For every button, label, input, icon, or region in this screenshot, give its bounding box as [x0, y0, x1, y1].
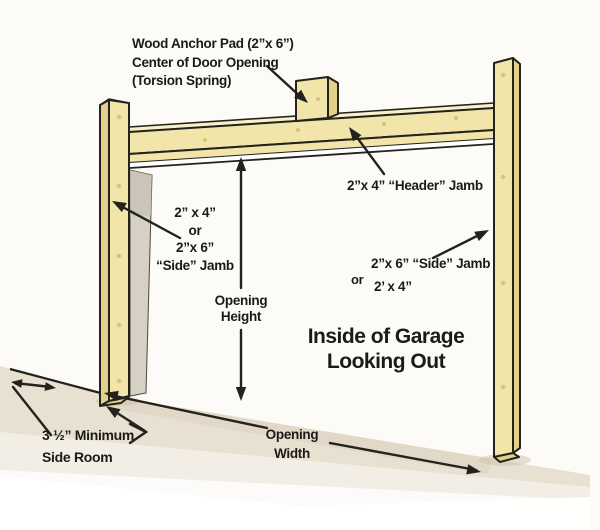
- arrow-line: [328, 441, 478, 472]
- header-jamb-arrow: [349, 127, 386, 176]
- arrow-tail-chevron: [128, 422, 149, 445]
- opening-width-label: Opening Width: [252, 425, 332, 463]
- label-line: 2”x 6” “Side” Jamb: [371, 256, 491, 271]
- nail-dot: [116, 378, 122, 384]
- arrow-line: [108, 393, 269, 430]
- anchor-pad-label: Wood Anchor Pad (2”x 6”) Center of Door …: [132, 35, 294, 91]
- arrowhead: [474, 230, 489, 241]
- arrowhead: [106, 406, 121, 418]
- label-line: or: [188, 222, 202, 238]
- floor-edge-line: [9, 367, 109, 397]
- anchor-pad-side-face: [327, 76, 339, 119]
- label-line: Width: [274, 446, 310, 461]
- arrow-line: [115, 202, 182, 240]
- nail-dot: [454, 116, 458, 120]
- arrowhead: [294, 89, 308, 103]
- header-white-sliver: [129, 139, 494, 167]
- nail-dot: [116, 322, 122, 328]
- anchor-pad-arrow: [265, 64, 308, 103]
- header-nail-dots: [203, 116, 458, 142]
- label-line: Opening: [214, 293, 268, 308]
- opening-reveal: [129, 169, 153, 397]
- nail-dot: [116, 253, 122, 259]
- left-jamb-side-face: [99, 99, 110, 407]
- annotation-arrows: [11, 64, 489, 475]
- nail-dot: [500, 72, 506, 78]
- label-line: Center of Door Opening: [132, 54, 279, 70]
- header-jamb-label: 2”x 4” “Header” Jamb: [347, 177, 483, 195]
- arrow-line: [431, 231, 485, 260]
- arrowhead: [112, 201, 127, 213]
- right-side-jamb-arrow: [431, 230, 489, 260]
- label-line: 2”x 4” “Header” Jamb: [347, 178, 483, 193]
- label-line: Wood Anchor Pad (2”x 6”): [132, 36, 294, 51]
- arrowhead: [44, 382, 56, 391]
- nail-dot: [116, 183, 122, 189]
- floor: [0, 366, 590, 530]
- arrowhead: [235, 157, 247, 171]
- nail-dot: [500, 280, 506, 286]
- opening-width-arrow: [104, 390, 481, 475]
- label-line: or: [351, 272, 364, 287]
- right-jamb-front-face: [493, 57, 514, 458]
- nail-dot: [116, 114, 122, 120]
- nail-dot: [203, 138, 207, 142]
- opening-height-arrow: [235, 157, 247, 401]
- right-side-jamb-board: [493, 57, 521, 463]
- left-side-jamb-label: 2” x 4” or 2”x 6” “Side” Jamb: [141, 204, 249, 274]
- nail-dot: [500, 384, 506, 390]
- opening-top-edge: [129, 143, 494, 169]
- label-line: 2” x 4”: [174, 205, 216, 220]
- left-side-jamb-arrow: [112, 201, 182, 240]
- side-room-label: 3 ½” Minimum Side Room: [42, 424, 134, 468]
- label-line: Side Room: [42, 449, 113, 465]
- arrow-line: [351, 130, 386, 176]
- floor-fade-2: [0, 470, 590, 530]
- label-line: (Torsion Spring): [132, 73, 232, 88]
- arrowhead: [466, 464, 481, 475]
- label-line: 2”x 6”: [176, 240, 214, 255]
- arrow-line: [265, 64, 305, 101]
- right-jamb-bottom-face: [493, 452, 520, 463]
- nail-dot: [382, 122, 386, 126]
- right-jamb-side-face: [512, 57, 521, 454]
- nail-dot: [500, 174, 506, 180]
- label-line: Height: [220, 309, 262, 324]
- anchor-pad-front-face: [295, 76, 329, 122]
- side-room-arrows: [11, 379, 149, 445]
- arrowhead: [11, 379, 23, 388]
- label-line: 3 ½” Minimum: [42, 427, 135, 443]
- label-line: Opening: [265, 427, 319, 442]
- nail-dot: [296, 128, 300, 132]
- label-line: 2’ x 4”: [374, 279, 412, 294]
- label-line: “Side” Jamb: [156, 257, 234, 273]
- title-line: Looking Out: [326, 350, 446, 373]
- left-jamb-bottom-face: [99, 396, 130, 407]
- opening-height-label: Opening Height: [206, 293, 276, 325]
- wood-anchor-pad: [295, 76, 339, 122]
- title-line: Inside of Garage: [307, 325, 465, 348]
- arrowhead: [104, 390, 119, 401]
- left-reveal-dark-top: [130, 170, 152, 217]
- diagram-title: Inside of Garage Looking Out: [286, 324, 486, 374]
- arrowhead: [235, 387, 247, 401]
- leader-line: [11, 385, 53, 437]
- nail-dot: [316, 97, 320, 101]
- arrowhead: [349, 127, 362, 142]
- left-jamb-front-face: [108, 99, 130, 402]
- left-side-jamb-board: [99, 98, 130, 407]
